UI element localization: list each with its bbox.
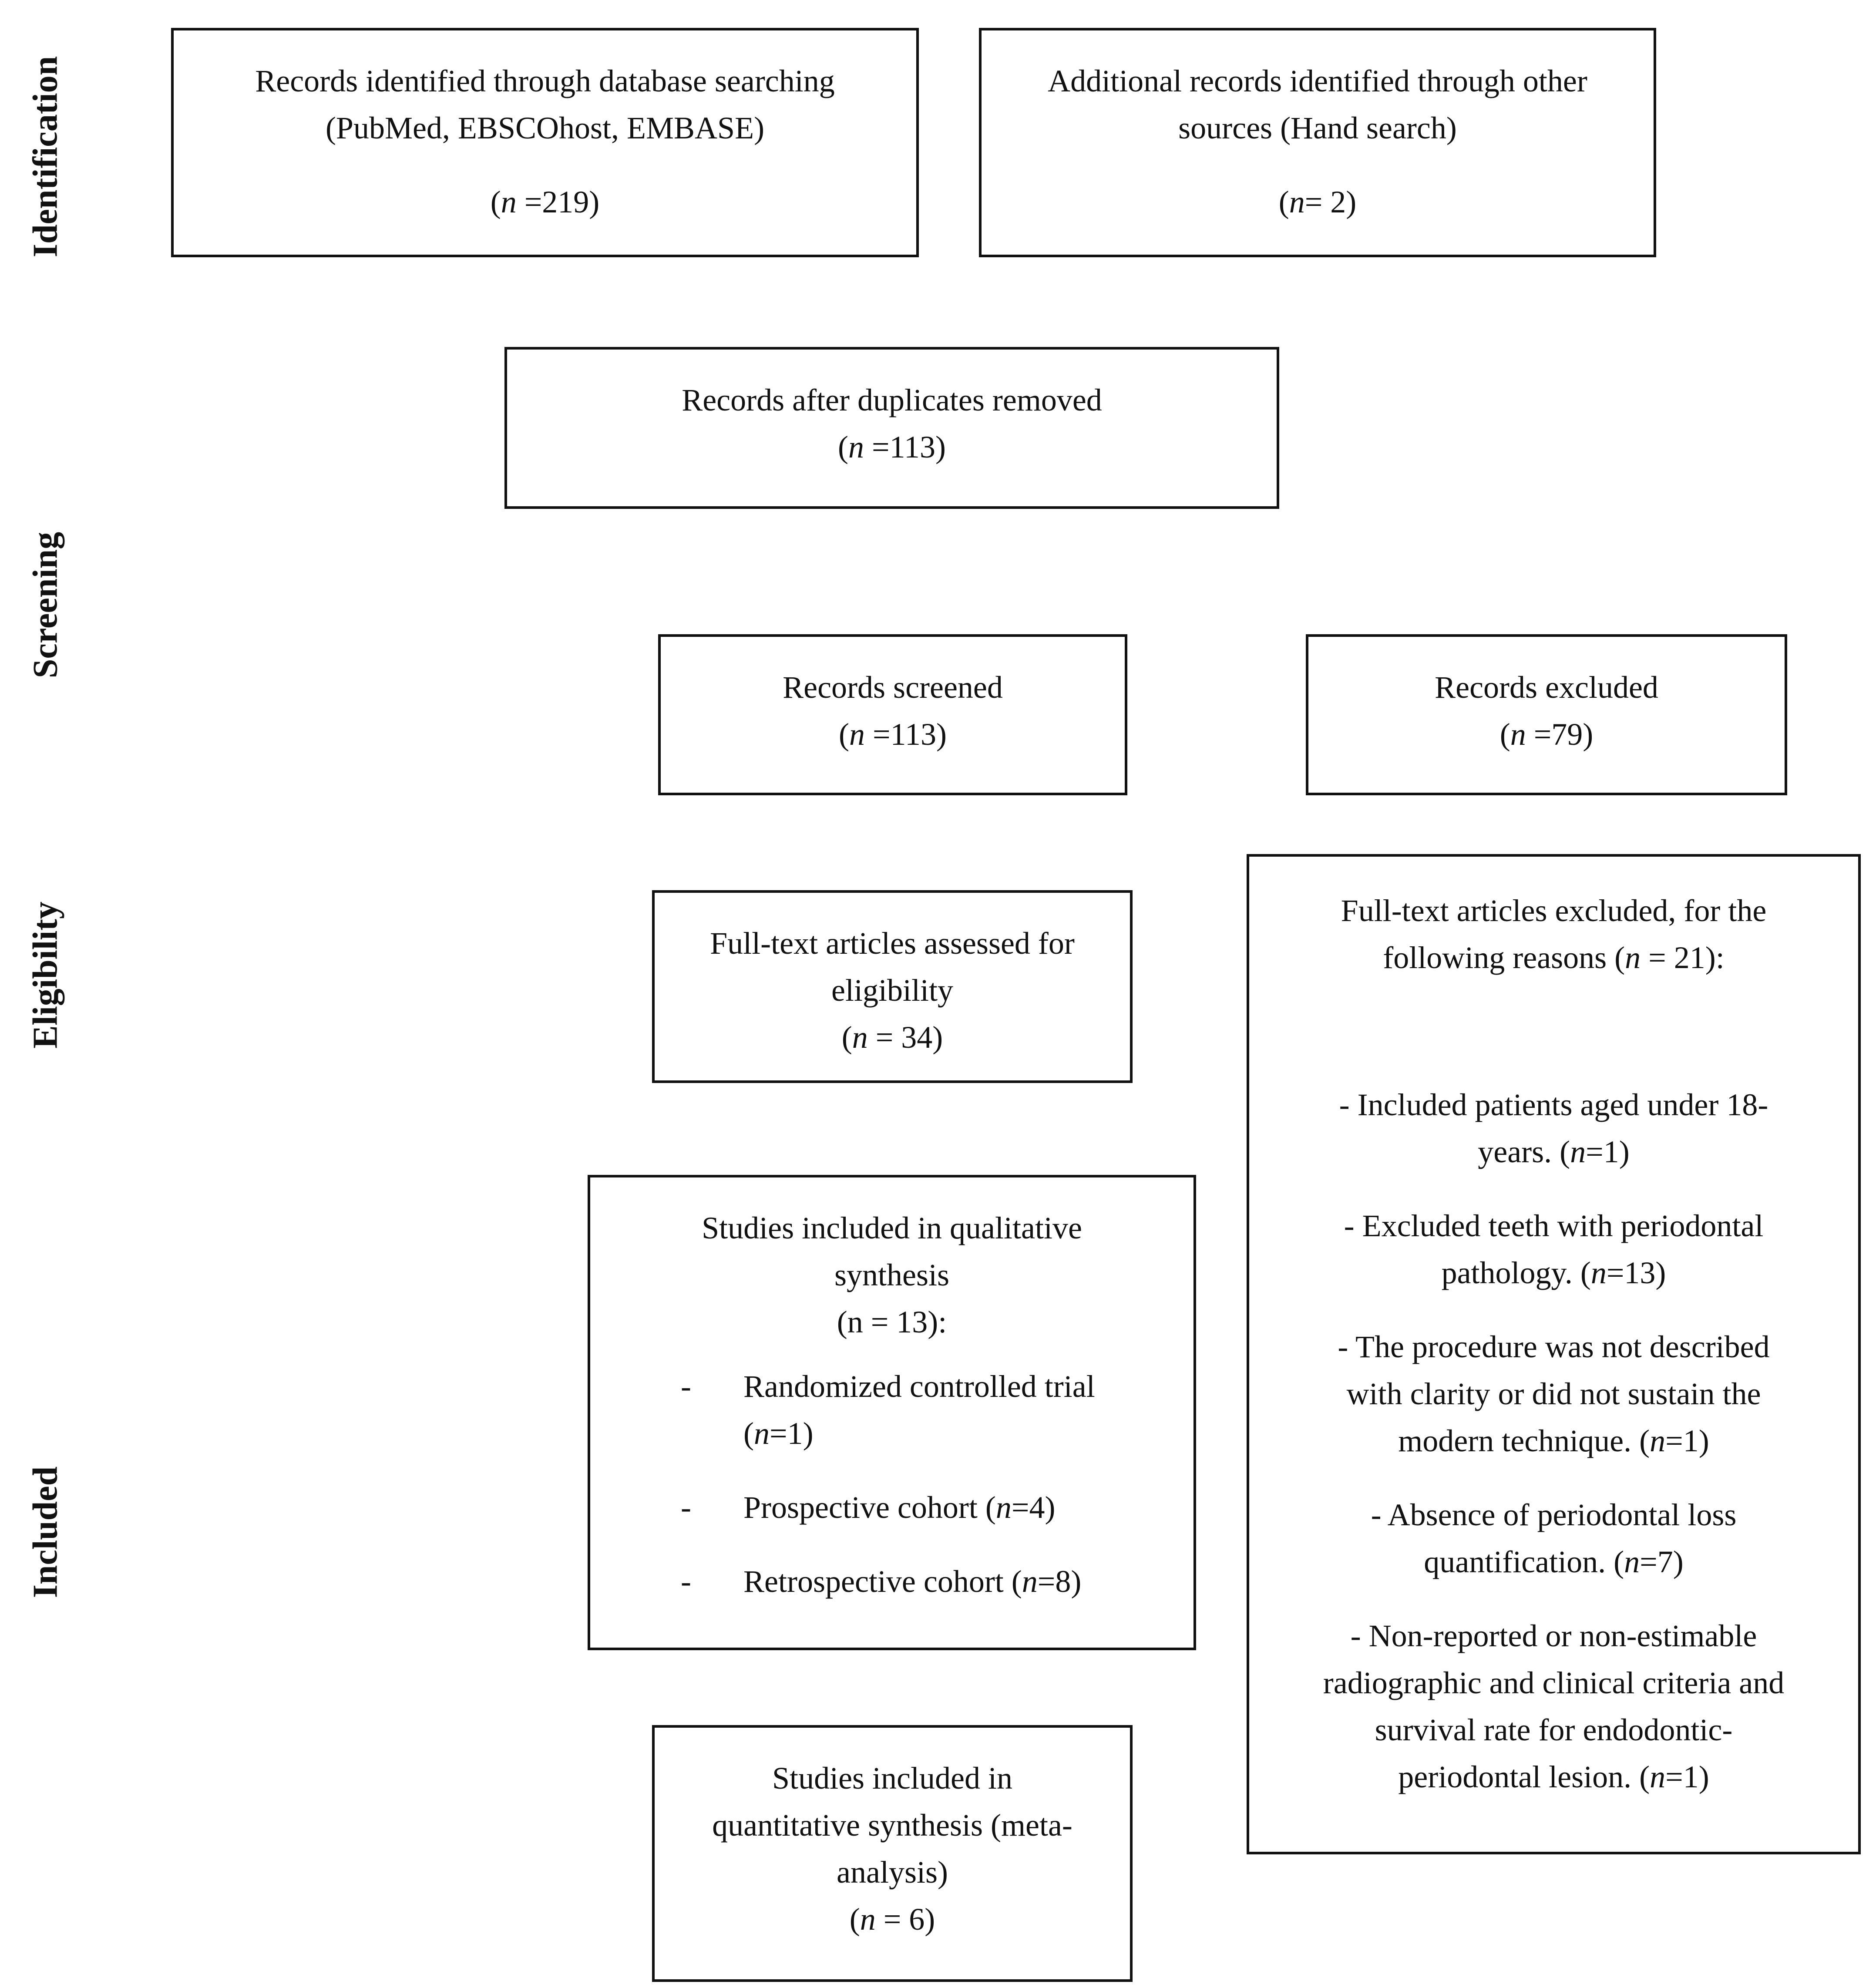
- stage-screening: Screening: [26, 531, 65, 679]
- study-type-count: (n=1): [743, 1416, 814, 1451]
- fulltext-excluded-box: Full-text articles excluded, for the fol…: [1247, 854, 1861, 1854]
- other-sources-count: (n= 2): [1278, 185, 1357, 219]
- stage-included: Included: [26, 1466, 65, 1598]
- exclusion-reason: - Non-reported or non-estimable radiogra…: [1249, 1612, 1858, 1800]
- reason-line: radiographic and clinical criteria and: [1323, 1665, 1785, 1700]
- qualitative-line3: (n = 13):: [837, 1305, 947, 1339]
- exclusion-reason: - Included patients aged under 18- years…: [1249, 1081, 1858, 1175]
- records-excluded-count: (n =79): [1499, 717, 1594, 752]
- quantitative-line3: analysis): [837, 1855, 948, 1890]
- db-search-count: (n =219): [490, 185, 600, 219]
- fulltext-excluded-head2: following reasons (n = 21):: [1383, 940, 1725, 975]
- reason-count: pathology. (n=13): [1441, 1255, 1666, 1290]
- qualitative-study-list: - Randomized controlled trial (n=1) - Pr…: [590, 1363, 1194, 1605]
- study-type-item: - Prospective cohort (n=4): [590, 1484, 1194, 1531]
- bullet-dash: -: [681, 1564, 691, 1599]
- qualitative-line2: synthesis: [834, 1258, 950, 1292]
- reason-line: survival rate for endodontic-: [1375, 1712, 1733, 1747]
- fulltext-assessed-count: (n = 34): [841, 1020, 943, 1055]
- duplicates-removed-box: Records after duplicates removed (n =113…: [504, 347, 1279, 509]
- bullet-dash: -: [681, 1369, 691, 1404]
- stage-eligibility: Eligibility: [26, 901, 65, 1049]
- reason-line: - The procedure was not described: [1338, 1329, 1770, 1364]
- db-search-line1: Records identified through database sear…: [255, 64, 835, 98]
- qualitative-synthesis-box: Studies included in qualitative synthesi…: [588, 1175, 1196, 1650]
- other-sources-box: Additional records identified through ot…: [979, 28, 1656, 257]
- records-excluded-box: Records excluded (n =79): [1306, 634, 1787, 795]
- records-excluded-line1: Records excluded: [1435, 670, 1658, 705]
- fulltext-excluded-head1: Full-text articles excluded, for the: [1341, 893, 1767, 928]
- other-sources-line2: sources (Hand search): [1178, 111, 1457, 145]
- reason-line: - Included patients aged under 18-: [1339, 1087, 1768, 1122]
- records-screened-line1: Records screened: [783, 670, 1003, 705]
- exclusion-reason: - Excluded teeth with periodontal pathol…: [1249, 1202, 1858, 1296]
- quantitative-line2: quantitative synthesis (meta-: [712, 1808, 1072, 1843]
- fulltext-assessed-line1: Full-text articles assessed for: [710, 926, 1075, 961]
- quantitative-synthesis-box: Studies included in quantitative synthes…: [652, 1725, 1133, 1982]
- reason-count: modern technique. (n=1): [1398, 1423, 1709, 1458]
- fulltext-assessed-box: Full-text articles assessed for eligibil…: [652, 890, 1133, 1083]
- reason-count: quantification. (n=7): [1424, 1544, 1684, 1579]
- reason-line: - Excluded teeth with periodontal: [1344, 1208, 1764, 1243]
- duplicates-removed-count: (n =113): [838, 430, 946, 464]
- study-type-item: - Randomized controlled trial (n=1): [590, 1363, 1194, 1457]
- duplicates-removed-line1: Records after duplicates removed: [682, 383, 1102, 417]
- bullet-dash: -: [681, 1490, 691, 1525]
- reason-line: - Non-reported or non-estimable: [1350, 1618, 1757, 1653]
- study-type-label: Randomized controlled trial: [743, 1369, 1095, 1404]
- reason-count: years. (n=1): [1478, 1134, 1630, 1169]
- stage-identification: Identification: [26, 56, 65, 258]
- study-type-label: Prospective cohort (n=4): [743, 1490, 1056, 1525]
- db-search-box: Records identified through database sear…: [171, 28, 919, 257]
- qualitative-line1: Studies included in qualitative: [702, 1211, 1082, 1245]
- quantitative-count: (n = 6): [849, 1902, 935, 1937]
- records-screened-count: (n =113): [839, 717, 947, 752]
- study-type-item: - Retrospective cohort (n=8): [590, 1558, 1194, 1605]
- reason-line: with clarity or did not sustain the: [1346, 1376, 1761, 1411]
- records-screened-box: Records screened (n =113): [658, 634, 1127, 795]
- reason-line: - Absence of periodontal loss: [1371, 1497, 1737, 1532]
- db-search-line2: (PubMed, EBSCOhost, EMBASE): [325, 111, 765, 145]
- reason-count: periodontal lesion. (n=1): [1398, 1759, 1709, 1794]
- exclusion-reason: - Absence of periodontal loss quantifica…: [1249, 1491, 1858, 1585]
- quantitative-line1: Studies included in: [772, 1761, 1012, 1796]
- other-sources-line1: Additional records identified through ot…: [1048, 64, 1587, 98]
- fulltext-assessed-line2: eligibility: [831, 973, 953, 1008]
- exclusion-reason: - The procedure was not described with c…: [1249, 1323, 1858, 1464]
- study-type-label: Retrospective cohort (n=8): [743, 1564, 1082, 1599]
